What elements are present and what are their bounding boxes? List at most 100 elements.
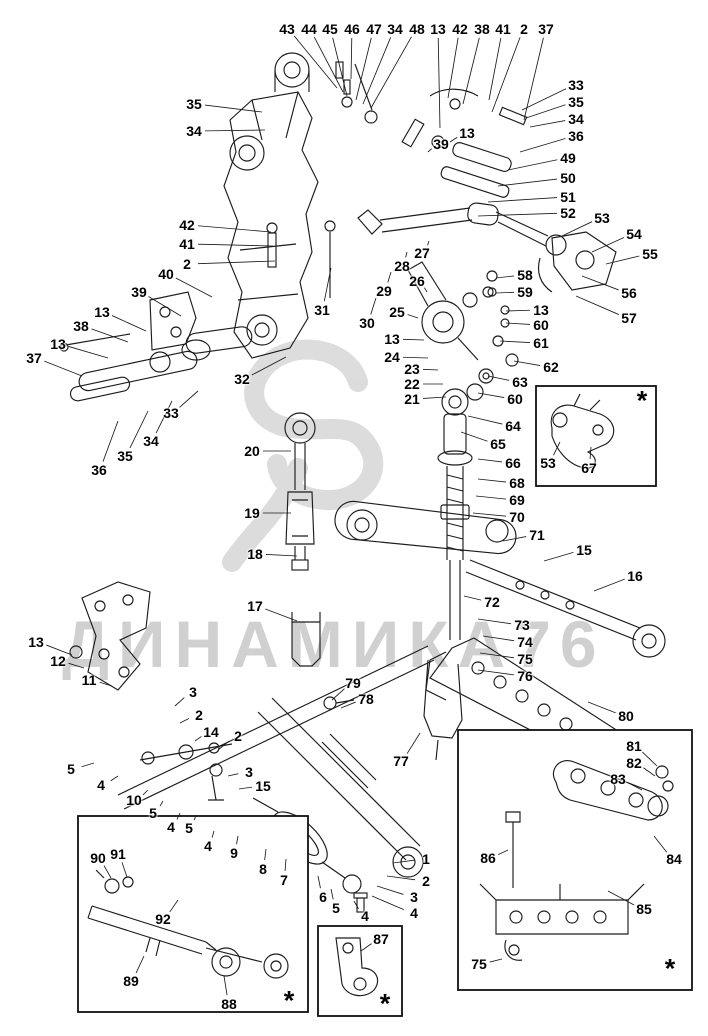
leader-line xyxy=(575,295,620,315)
leader-line xyxy=(204,104,263,113)
leader-line xyxy=(197,243,274,247)
inset-bottom-right xyxy=(457,729,693,991)
leader-line xyxy=(422,396,447,399)
small-hardware xyxy=(139,742,233,801)
lift-arm xyxy=(334,500,517,555)
leader-line xyxy=(265,608,298,622)
left-shaft-parts xyxy=(59,291,211,402)
leader-line xyxy=(489,958,503,963)
leader-line xyxy=(142,789,149,796)
leader-line xyxy=(194,736,202,742)
leader-line xyxy=(174,697,185,707)
leader-line xyxy=(519,138,566,153)
leader-line xyxy=(507,159,558,171)
leader-line xyxy=(81,762,95,768)
upper-bracket-assembly xyxy=(223,91,319,359)
leader-lines xyxy=(44,35,668,996)
leader-line xyxy=(525,104,566,119)
left-bracket xyxy=(69,581,151,691)
leader-line xyxy=(482,635,515,642)
inset-top-right xyxy=(535,385,657,487)
leader-line xyxy=(68,346,109,359)
leader-line xyxy=(332,37,348,97)
leader-line xyxy=(284,858,287,872)
leader-line xyxy=(499,340,531,343)
leader-line xyxy=(627,782,643,791)
leader-line xyxy=(477,212,558,217)
bell-crank xyxy=(407,261,519,401)
leader-line xyxy=(330,888,334,900)
leader-line xyxy=(653,835,668,853)
leader-line xyxy=(135,955,145,974)
leader-line xyxy=(605,255,640,265)
leader-line xyxy=(447,37,459,99)
leader-line xyxy=(376,885,404,895)
leader-line xyxy=(477,669,515,676)
leader-line xyxy=(553,441,561,456)
leader-line xyxy=(353,900,359,909)
leader-line xyxy=(495,291,515,294)
leader-line xyxy=(121,862,128,878)
leader-line xyxy=(405,251,408,258)
leader-line xyxy=(68,662,85,669)
leader-line xyxy=(513,360,541,366)
leader-line xyxy=(561,221,593,237)
leader-line xyxy=(589,446,592,460)
leader-line xyxy=(449,136,458,143)
leader-line xyxy=(488,37,502,101)
leader-line xyxy=(265,554,298,557)
leader-line xyxy=(427,240,430,246)
leader-line xyxy=(197,225,272,233)
leader-line xyxy=(317,875,321,889)
leader-line xyxy=(387,271,392,283)
leader-line xyxy=(402,338,425,341)
leader-line xyxy=(495,275,515,279)
leader-line xyxy=(437,37,441,129)
leader-line xyxy=(386,875,416,881)
leader-line xyxy=(477,392,505,398)
leader-line xyxy=(204,129,266,132)
leader-line xyxy=(422,368,439,371)
leader-line xyxy=(223,975,228,996)
leader-line xyxy=(460,431,488,442)
leader-line xyxy=(331,688,345,701)
leader-line xyxy=(103,865,112,879)
leader-line xyxy=(523,37,544,121)
leader-line xyxy=(148,296,182,317)
upper-link-turnbuckle xyxy=(357,202,567,256)
leader-line xyxy=(102,420,119,462)
leader-line xyxy=(179,718,190,724)
leader-line xyxy=(591,237,625,253)
top-cover-parts xyxy=(274,52,528,198)
leader-line xyxy=(371,895,404,911)
leader-line xyxy=(505,309,531,312)
leader-line xyxy=(313,36,344,93)
leader-line xyxy=(264,848,267,861)
inset-bottom-middle xyxy=(317,925,403,1017)
leader-line xyxy=(360,943,372,952)
center-bolt-and-rod xyxy=(185,220,336,354)
inset-bottom-left xyxy=(77,815,309,1013)
lower-link-left xyxy=(117,645,435,878)
leader-line xyxy=(251,356,287,376)
leader-line xyxy=(323,267,332,302)
leader-line xyxy=(477,478,507,483)
leader-line xyxy=(44,360,83,377)
leader-line xyxy=(424,287,428,293)
leader-line xyxy=(463,595,482,601)
leader-line xyxy=(197,260,276,265)
leader-line xyxy=(479,652,515,659)
leader-line xyxy=(472,512,507,517)
leader-line xyxy=(427,148,432,153)
watermark-swirl xyxy=(222,339,384,572)
leader-line xyxy=(355,37,372,101)
leader-line xyxy=(497,178,558,187)
leader-line xyxy=(502,536,527,542)
leader-line xyxy=(529,120,566,128)
leader-line xyxy=(487,197,558,203)
leader-line xyxy=(236,835,239,845)
leader-line xyxy=(487,375,510,381)
leader-line xyxy=(169,899,179,913)
leader-line xyxy=(46,644,73,656)
